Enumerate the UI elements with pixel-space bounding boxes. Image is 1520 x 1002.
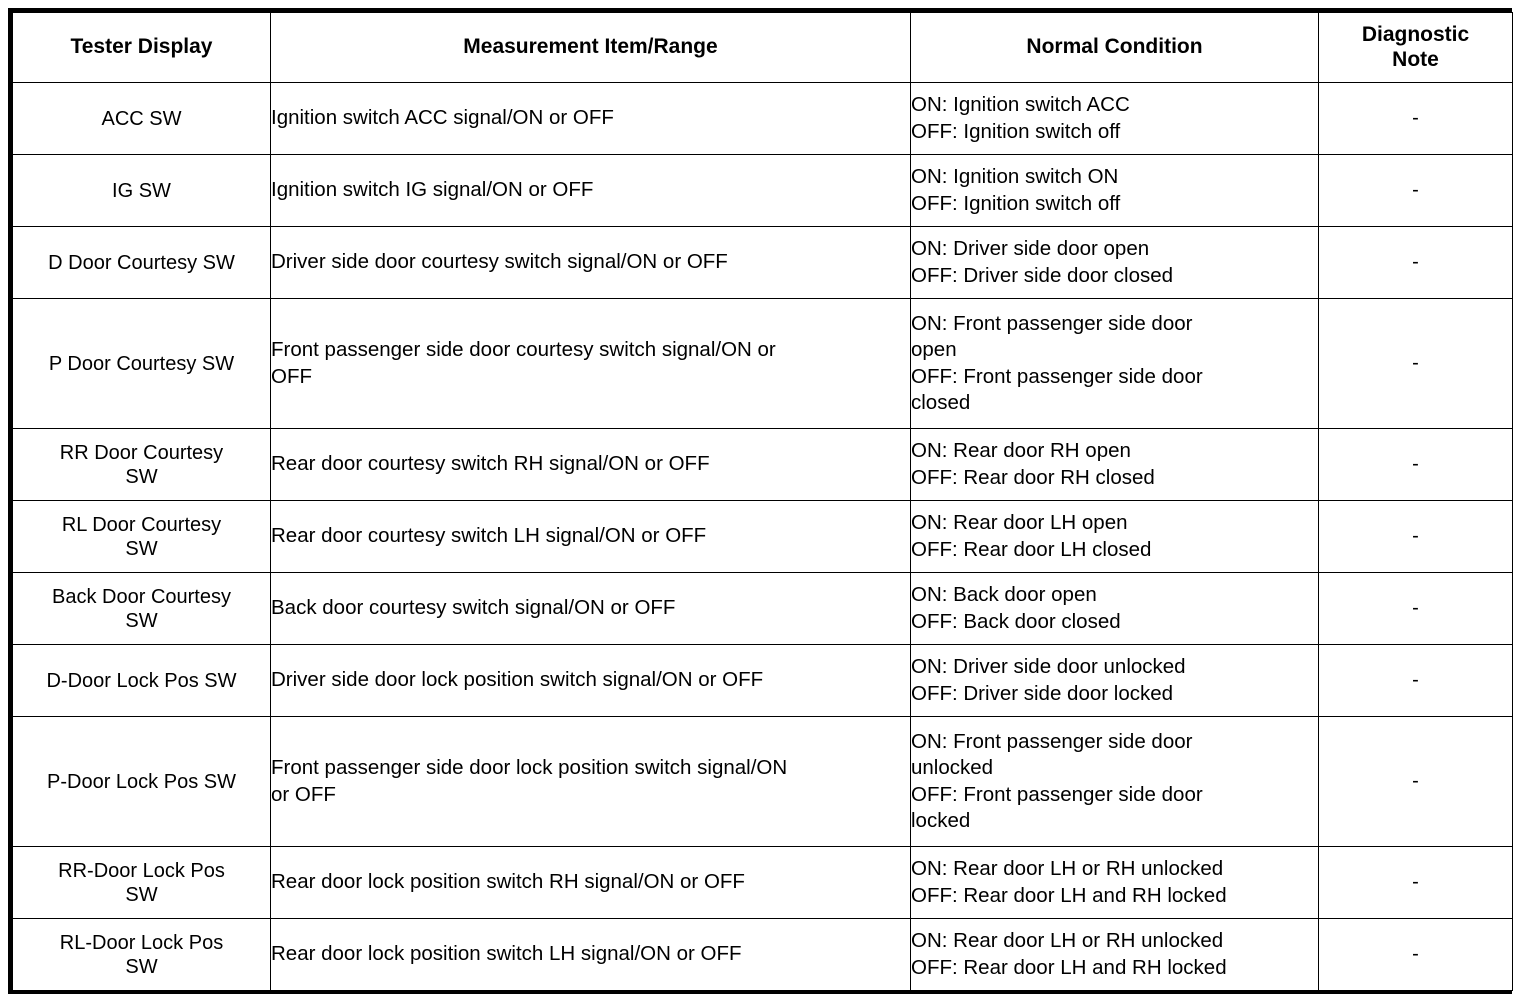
- cell-diagnostic-note: -: [1318, 428, 1513, 501]
- cell-diagnostic-note: -: [1318, 298, 1513, 429]
- column-header-diagnostic-note: Diagnostic Note: [1318, 12, 1513, 83]
- cell-tester-display: ACC SW: [12, 82, 271, 155]
- cell-measurement-item: Rear door lock position switch LH signal…: [270, 918, 911, 991]
- cell-diagnostic-note: -: [1318, 572, 1513, 645]
- cell-normal-condition: ON: Rear door LH open OFF: Rear door LH …: [910, 500, 1319, 573]
- header-row: Tester Display Measurement Item/Range No…: [12, 12, 1513, 83]
- cell-diagnostic-note: -: [1318, 644, 1513, 717]
- cell-measurement-item: Driver side door courtesy switch signal/…: [270, 226, 911, 299]
- cell-diagnostic-note: -: [1318, 226, 1513, 299]
- cell-normal-condition: ON: Rear door LH or RH unlocked OFF: Rea…: [910, 846, 1319, 919]
- cell-measurement-item: Rear door lock position switch RH signal…: [270, 846, 911, 919]
- table-header: Tester Display Measurement Item/Range No…: [12, 12, 1513, 83]
- cell-measurement-item: Rear door courtesy switch LH signal/ON o…: [270, 500, 911, 573]
- cell-normal-condition: ON: Ignition switch ACC OFF: Ignition sw…: [910, 82, 1319, 155]
- cell-diagnostic-note: -: [1318, 500, 1513, 573]
- cell-tester-display: RR-Door Lock Pos SW: [12, 846, 271, 919]
- cell-diagnostic-note: -: [1318, 82, 1513, 155]
- column-header-normal-condition: Normal Condition: [910, 12, 1319, 83]
- cell-normal-condition: ON: Rear door LH or RH unlocked OFF: Rea…: [910, 918, 1319, 991]
- cell-diagnostic-note: -: [1318, 154, 1513, 227]
- tester-display-table: Tester Display Measurement Item/Range No…: [12, 12, 1513, 991]
- cell-measurement-item: Front passenger side door courtesy switc…: [270, 298, 911, 429]
- cell-normal-condition: ON: Rear door RH open OFF: Rear door RH …: [910, 428, 1319, 501]
- column-header-measurement-item-range: Measurement Item/Range: [270, 12, 911, 83]
- cell-tester-display: D-Door Lock Pos SW: [12, 644, 271, 717]
- column-header-tester-display: Tester Display: [12, 12, 271, 83]
- cell-normal-condition: ON: Front passenger side door open OFF: …: [910, 298, 1319, 429]
- cell-tester-display: Back Door Courtesy SW: [12, 572, 271, 645]
- cell-normal-condition: ON: Driver side door unlocked OFF: Drive…: [910, 644, 1319, 717]
- cell-measurement-item: Back door courtesy switch signal/ON or O…: [270, 572, 911, 645]
- cell-diagnostic-note: -: [1318, 846, 1513, 919]
- cell-diagnostic-note: -: [1318, 716, 1513, 847]
- cell-tester-display: P-Door Lock Pos SW: [12, 716, 271, 847]
- cell-normal-condition: ON: Back door open OFF: Back door closed: [910, 572, 1319, 645]
- data-table-container: Tester Display Measurement Item/Range No…: [8, 8, 1513, 994]
- cell-tester-display: P Door Courtesy SW: [12, 298, 271, 429]
- cell-tester-display: IG SW: [12, 154, 271, 227]
- cell-tester-display: RR Door Courtesy SW: [12, 428, 271, 501]
- cell-measurement-item: Driver side door lock position switch si…: [270, 644, 911, 717]
- cell-measurement-item: Ignition switch ACC signal/ON or OFF: [270, 82, 911, 155]
- cell-normal-condition: ON: Driver side door open OFF: Driver si…: [910, 226, 1319, 299]
- cell-measurement-item: Rear door courtesy switch RH signal/ON o…: [270, 428, 911, 501]
- cell-tester-display: D Door Courtesy SW: [12, 226, 271, 299]
- cell-measurement-item: Ignition switch IG signal/ON or OFF: [270, 154, 911, 227]
- cell-tester-display: RL-Door Lock Pos SW: [12, 918, 271, 991]
- cell-normal-condition: ON: Ignition switch ON OFF: Ignition swi…: [910, 154, 1319, 227]
- cell-measurement-item: Front passenger side door lock position …: [270, 716, 911, 847]
- cell-diagnostic-note: -: [1318, 918, 1513, 991]
- cell-normal-condition: ON: Front passenger side door unlocked O…: [910, 716, 1319, 847]
- cell-tester-display: RL Door Courtesy SW: [12, 500, 271, 573]
